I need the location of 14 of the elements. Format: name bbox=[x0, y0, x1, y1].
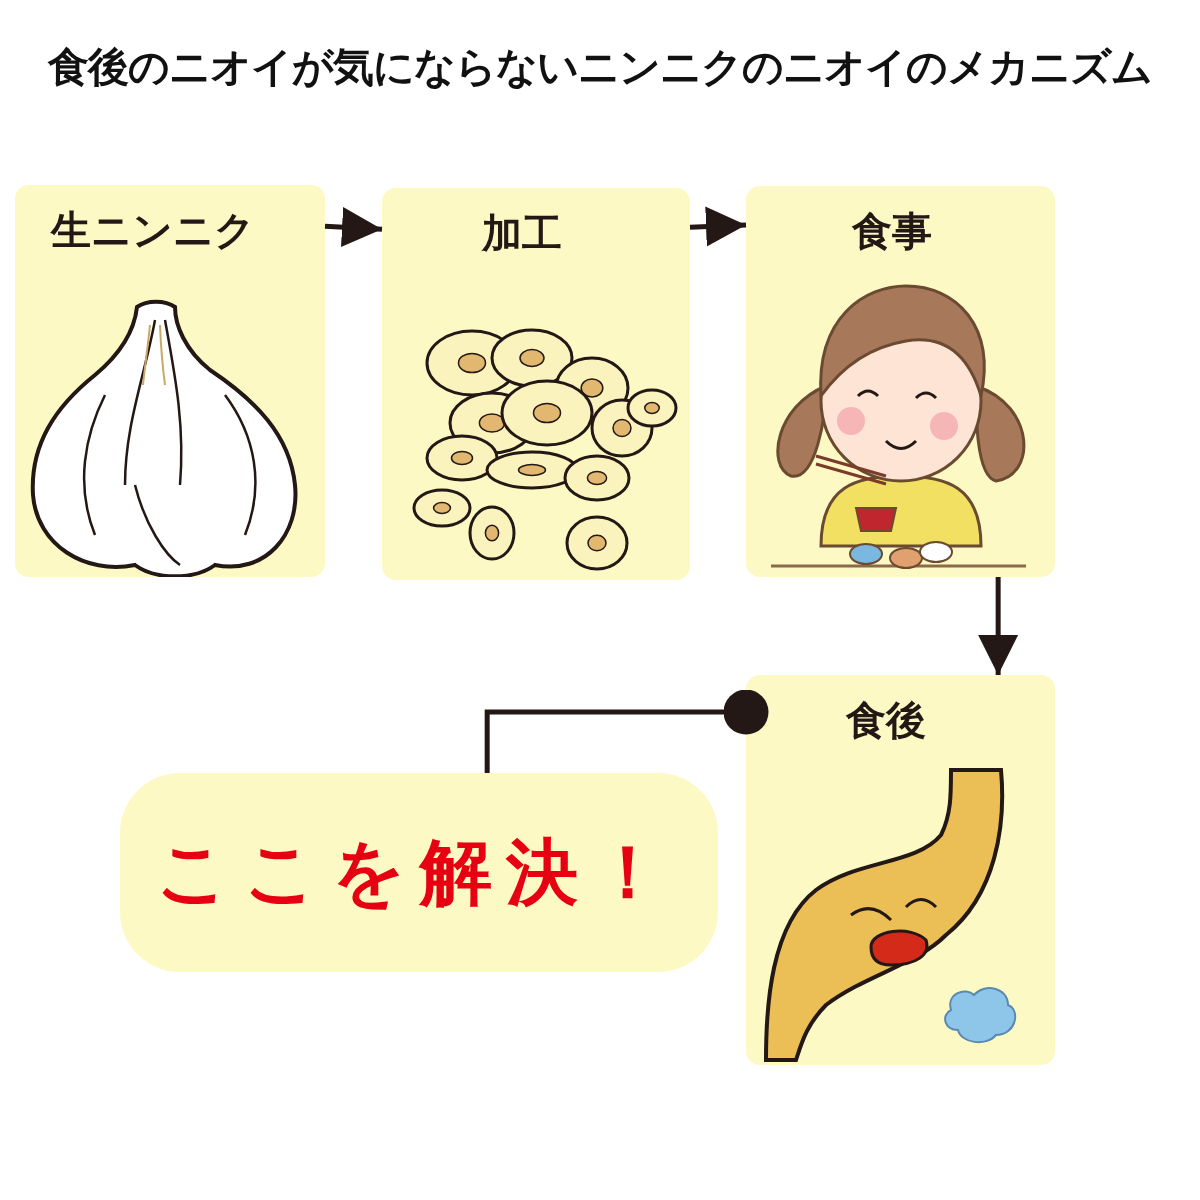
title: 食後のニオイが気にならないニンニクのニオイのメカニズム bbox=[46, 42, 1153, 93]
callout-bubble bbox=[120, 773, 718, 972]
step-card bbox=[746, 675, 1055, 1065]
step-heading: 食事 bbox=[852, 207, 932, 256]
arrow bbox=[689, 206, 747, 247]
step-heading: 食後 bbox=[846, 696, 926, 745]
step-heading: 加工 bbox=[482, 209, 562, 258]
step-heading: 生ニンニク bbox=[51, 206, 255, 255]
step-card bbox=[15, 185, 325, 577]
step-card bbox=[746, 186, 1055, 577]
arrow bbox=[324, 207, 383, 248]
step-card bbox=[382, 188, 690, 580]
arrow bbox=[978, 577, 1019, 675]
callout-text: ここを解決！ bbox=[156, 829, 678, 916]
